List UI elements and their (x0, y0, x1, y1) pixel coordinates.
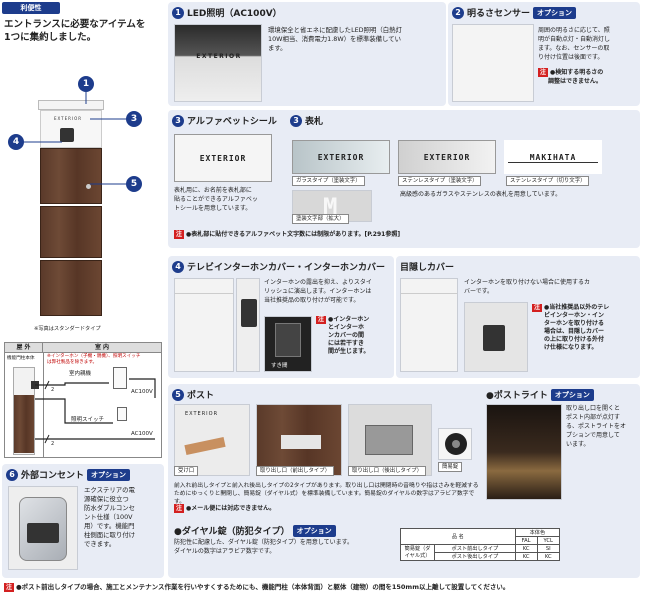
stainless-plate: EXTERIOR (398, 140, 496, 174)
stainless-caption: ステンレスタイプ（塗装文字） (398, 176, 482, 186)
num-1-icon: 1 (172, 6, 184, 19)
outlet-panel: 6 外部コンセント オプション エクステリアの電源確保に役立つ防水ダブルコンセン… (2, 464, 164, 578)
blind-panel: 目隠しカバー インターホンを取り付けない場合に使用するカバーです。 注●当社推奨… (396, 256, 640, 378)
slot-caption: 受け口 (174, 466, 199, 476)
post-panel: 5 ポスト EXTERIOR 受け口 取り出し口（前出しタイプ） 取り出し口（後… (168, 384, 640, 578)
dial-text: 防犯性に配慮した、ダイヤル錠（防犯タイプ）を用意しています。ダイヤルの数字はアラ… (174, 539, 354, 555)
note-mark: 注 (174, 504, 185, 513)
front-caption: 取り出し口（前出しタイプ） (256, 466, 335, 476)
dial-title: ●ダイヤル錠（防犯タイプ） (174, 527, 290, 537)
lock-image (438, 428, 472, 460)
glass-plate: EXTERIOR (292, 140, 390, 174)
sensor-option-badge: オプション (533, 6, 577, 19)
led-title: LED照明（AC100V） (187, 9, 282, 19)
dial-table: 品 名 本体色 FAL YCL 簡易錠（ダイヤル式） ポスト前出しタイプ KC … (400, 528, 561, 561)
post-text: 前入れ前出しタイプと前入れ後出しタイプの2タイプがあります。取り出し口は開閉時の… (174, 483, 479, 505)
sensor-title: 明るさセンサー (467, 9, 531, 19)
alpha-plate: EXTERIOR (174, 134, 272, 182)
sensor-panel: 2 明るさセンサー オプション 周囲の明るさに応じて、照明が自動点灯・自動消灯し… (448, 2, 640, 106)
intro-text: エントランスに必要なアイテムを 1つに集約しました。 (4, 19, 146, 43)
note-mark: 注 (538, 68, 549, 77)
sensor-image (452, 24, 534, 102)
blind-note: 注●当社推奨品以外のテレ ビインターホン・イン ターホンを取り付ける 場合は、目… (532, 304, 610, 351)
cover-image-2 (236, 278, 260, 372)
outlet-option-badge: オプション (87, 468, 131, 481)
num-5-icon: 5 (172, 388, 184, 401)
light-title: ●ポストライト (486, 391, 548, 401)
led-image: EXTERIOR (174, 24, 262, 102)
callout-4: 4 (8, 134, 24, 150)
num-3b-icon: 3 (290, 114, 302, 127)
blind-title: 目隠しカバー (400, 263, 455, 273)
cut-plate: MAKIHATA (504, 140, 602, 174)
wiring-diagram: 屋 外 室 内 機能門柱本体 ※インターホン（子機・親機）、照明スイッチ は弊社… (4, 342, 162, 458)
cover-panel: 4 テレビインターホンカバー・インターホンカバー インターホンの露出を抑え、より… (168, 256, 394, 378)
post-image-back (348, 404, 432, 476)
light-image (486, 404, 562, 500)
note-mark: 注 (316, 316, 327, 324)
note-mark: 注 (174, 230, 185, 239)
gap-label: すき間 (271, 363, 288, 369)
left-column: 利便性 エントランスに必要なアイテムを 1つに集約しました。 EXTERIOR … (0, 0, 165, 580)
gap-image: すき間 (264, 316, 312, 372)
post-note: 注●メール便には対応できません。 (174, 504, 276, 513)
cover-title: テレビインターホンカバー・インターホンカバー (187, 263, 386, 273)
footer-note: 注●ポスト前出しタイプの場合、施工とメンテナンス作業を行いやすくするためにも、機… (4, 583, 510, 592)
closeup-caption: 塗装文字部（拡大） (292, 214, 349, 224)
post-title: ポスト (187, 391, 215, 401)
cover-text: インターホンの露出を抑え、よりスタイリッシュに演出します。インターホンは当社推奨… (264, 279, 372, 304)
blind-image-1 (400, 278, 458, 372)
led-panel: 1 LED照明（AC100V） EXTERIOR 環境保全と省エネに配慮したLE… (168, 2, 446, 106)
note-mark: 注 (4, 583, 15, 592)
photo-note: ※写真はスタンダードタイプ (34, 326, 101, 332)
blind-text: インターホンを取り付けない場合に使用するカバーです。 (464, 279, 591, 295)
glass-caption: ガラスタイプ（塗装文字） (292, 176, 365, 186)
cover-note: 注●インターホン とインターホ ンカバーの間 には若干すき 間が生じます。 (316, 316, 370, 355)
outlet-image (8, 486, 78, 570)
note-mark: 注 (532, 304, 543, 312)
cut-caption: ステンレスタイプ（切り文字） (506, 176, 590, 186)
back-caption: 取り出し口（後出しタイプ） (348, 466, 427, 476)
feature-badge: 利便性 (2, 2, 60, 14)
num-2-icon: 2 (452, 6, 464, 19)
light-option-badge: オプション (550, 388, 594, 401)
nameplate-note: 注●表札部に貼付できるアルファベット文字数には制限があります。[P.291参照] (174, 230, 401, 239)
outlet-title: 外部コンセント (21, 471, 85, 481)
cover-image-1 (174, 278, 234, 372)
blind-image-2 (464, 302, 528, 372)
alpha-text: 表札用に、お名前を表札部に貼ることができるアルファベットシールを用意しています。 (174, 187, 258, 212)
sensor-text: 周囲の明るさに応じて、照明が自動点灯・自動消灯します。なお、センサーの取り付け位… (538, 27, 611, 61)
dial-option-badge: オプション (292, 524, 336, 537)
sensor-note: 注●検知する明るさの 調整はできません。 (538, 68, 604, 85)
nameplate-text: 高級感のあるガラスやステンレスの表札を用意しています。 (400, 191, 562, 198)
post-image-front (256, 404, 342, 476)
num-6-icon: 6 (6, 468, 18, 481)
nameplate-title: 表札 (305, 117, 324, 127)
callout-1: 1 (78, 76, 94, 92)
callout-5: 5 (126, 176, 142, 192)
num-4-icon: 4 (172, 260, 184, 273)
callout-lines (24, 92, 126, 185)
lock-caption: 簡易錠 (438, 462, 463, 472)
post-image-slot: EXTERIOR (174, 404, 250, 476)
callout-3: 3 (126, 111, 142, 127)
alpha-title: アルファベットシール (187, 117, 277, 127)
light-text: 取り出し口を開くとポスト内部が点灯する、ポストライトをオプションで用意しています… (566, 405, 627, 448)
num-3-icon: 3 (172, 114, 184, 127)
nameplate-panel: 3 アルファベットシール EXTERIOR 表札用に、お名前を表札部に貼ることが… (168, 110, 640, 248)
